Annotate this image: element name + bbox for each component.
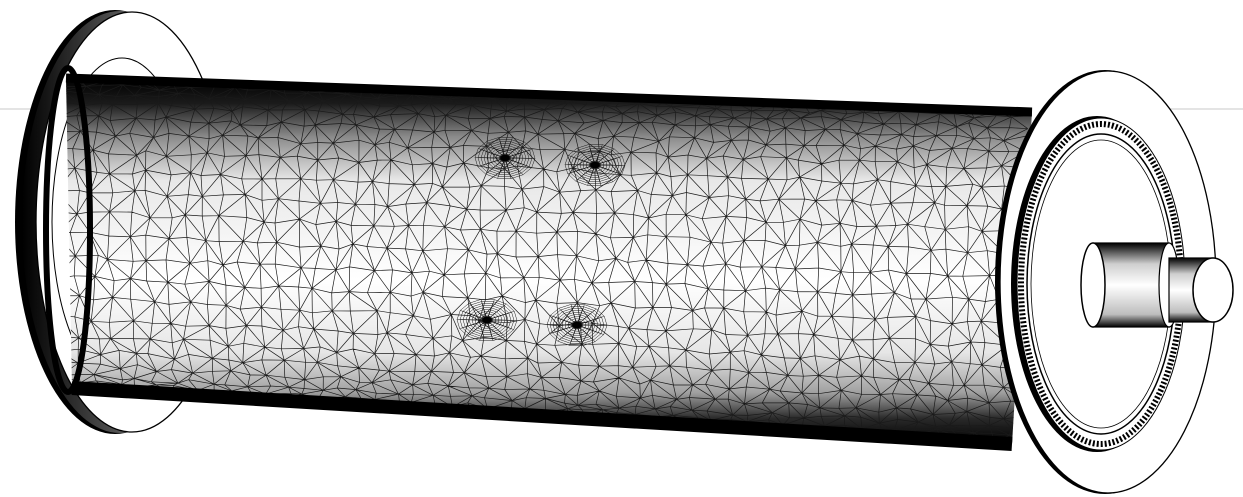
drum-shell — [43, 65, 1033, 451]
shaft — [1080, 242, 1234, 328]
mesh-refinement-spot — [474, 137, 536, 179]
mesh-refinement-spot — [564, 144, 626, 186]
right-flange — [995, 70, 1217, 494]
mesh-refinement-spot — [456, 299, 518, 341]
drum-mesh — [66, 78, 1032, 444]
mesh-refinement-spot — [546, 304, 608, 346]
